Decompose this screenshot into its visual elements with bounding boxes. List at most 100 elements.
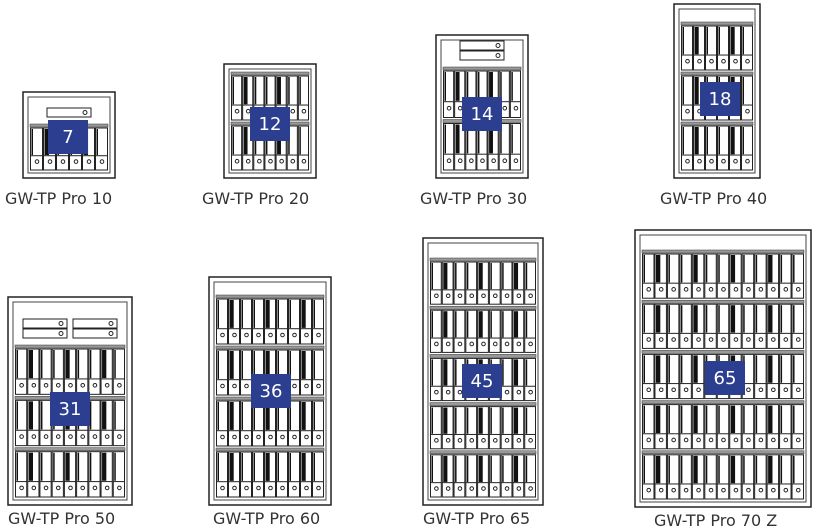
- binder-ring-icon: [783, 337, 789, 342]
- binder: [654, 303, 667, 349]
- binder-ring-icon: [513, 105, 519, 111]
- binder-ring-icon: [745, 108, 750, 114]
- binder: [454, 70, 466, 118]
- binder: [488, 406, 501, 450]
- shelf: [442, 66, 522, 71]
- binder: [791, 253, 804, 299]
- shelf: [641, 450, 805, 455]
- binder: [465, 406, 478, 450]
- binder: [642, 253, 655, 299]
- binder: [465, 309, 478, 353]
- binder-spine: [253, 453, 255, 481]
- binder-spine: [478, 455, 483, 482]
- binder-spine: [490, 407, 492, 434]
- binder: [100, 399, 113, 447]
- binder-spine: [16, 401, 18, 430]
- drawer-lock-icon: [495, 43, 501, 48]
- binder-spine: [742, 27, 744, 55]
- binder-ring-icon: [658, 287, 664, 292]
- binder-spine: [780, 405, 783, 434]
- binder-ring-icon: [73, 159, 79, 164]
- binder-ring-icon: [434, 486, 439, 491]
- binder-ring-icon: [671, 437, 676, 443]
- binder-ring-icon: [481, 438, 486, 443]
- binder: [231, 125, 243, 171]
- binder-ring-icon: [658, 387, 664, 393]
- binder: [288, 349, 300, 396]
- binder-spine: [742, 127, 744, 155]
- binder-spine: [277, 77, 281, 105]
- binder-spine: [513, 455, 519, 482]
- binder-spine: [28, 401, 33, 430]
- binder-ring-icon: [733, 287, 739, 292]
- binder-ring-icon: [457, 486, 463, 491]
- binder-ring-icon: [795, 487, 801, 493]
- binder: [729, 125, 741, 171]
- binder-ring-icon: [434, 341, 439, 347]
- binder: [691, 404, 705, 450]
- binder: [252, 451, 264, 498]
- binder-spine: [793, 405, 795, 434]
- binder: [524, 309, 537, 353]
- binder-ring-icon: [758, 437, 764, 443]
- binder-spine: [89, 350, 92, 379]
- binder-ring-icon: [434, 293, 439, 299]
- binder-spine: [490, 263, 492, 290]
- drawer: [459, 40, 505, 51]
- binder: [264, 451, 276, 498]
- binder: [766, 454, 780, 500]
- binder-spine: [65, 452, 70, 481]
- binder-spine: [755, 305, 758, 333]
- binder-ring-icon: [504, 293, 510, 299]
- binder: [791, 454, 804, 500]
- binder-ring-icon: [516, 293, 522, 299]
- binder-ring-icon: [646, 287, 652, 292]
- binder-spine: [89, 452, 92, 481]
- binder: [691, 253, 705, 299]
- binder-spine: [53, 350, 55, 379]
- binder-spine: [513, 263, 519, 290]
- binder: [705, 125, 717, 171]
- binder: [430, 406, 442, 450]
- binder: [300, 400, 312, 447]
- binder: [228, 451, 240, 498]
- binder-ring-icon: [721, 337, 726, 342]
- binder-ring-icon: [279, 158, 284, 164]
- binder-spine: [693, 455, 698, 484]
- binder-spine: [489, 72, 493, 101]
- binder-spine: [313, 351, 315, 379]
- binder-ring-icon: [86, 159, 92, 164]
- binder-ring-icon: [280, 332, 285, 338]
- binder-spine: [443, 263, 448, 290]
- binder-ring-icon: [55, 434, 61, 439]
- drawer-lock-icon: [58, 321, 64, 326]
- binder-ring-icon: [696, 487, 701, 493]
- binder: [286, 75, 298, 121]
- binder-ring-icon: [683, 487, 689, 493]
- binder-spine: [444, 124, 446, 154]
- binder-ring-icon: [671, 337, 676, 342]
- safe-inner-frame: [27, 96, 111, 174]
- binder-spine: [44, 129, 50, 156]
- binder-spine: [455, 359, 457, 386]
- binder: [297, 75, 310, 121]
- binder-spine: [466, 407, 469, 434]
- binder: [779, 404, 792, 450]
- binder-spine: [241, 300, 243, 328]
- binder-spine: [114, 401, 116, 430]
- binder-spine: [31, 129, 33, 156]
- drawer: [72, 328, 118, 339]
- binder-spine: [655, 405, 661, 434]
- binder-spine: [16, 452, 18, 481]
- binder-ring-icon: [646, 437, 652, 443]
- binder: [51, 451, 64, 498]
- binder-spine: [477, 72, 480, 101]
- binder-ring-icon: [480, 158, 485, 163]
- binder-ring-icon: [646, 387, 652, 393]
- binder-spine: [265, 300, 270, 328]
- drawer-lock-icon: [82, 110, 88, 115]
- binder-ring-icon: [513, 158, 519, 163]
- shelf: [429, 257, 537, 262]
- binder: [477, 261, 489, 305]
